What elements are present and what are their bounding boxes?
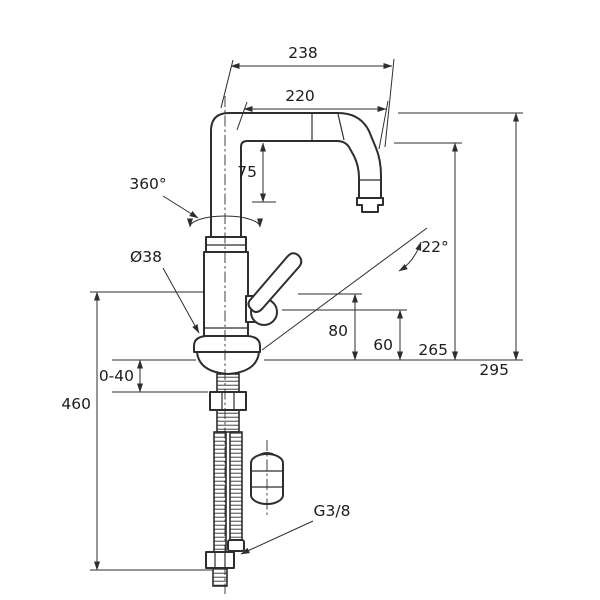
dimension-220: 220 [236, 87, 389, 150]
angle-arc [398, 241, 422, 272]
dim-label-265: 265 [418, 341, 448, 359]
connector-thread-nipple [212, 567, 228, 587]
swivel-arc [187, 215, 263, 228]
dim-label-d38: Ø38 [130, 248, 162, 266]
base-plate [193, 335, 261, 353]
leader-arrow [240, 520, 314, 555]
dim-label-238: 238 [288, 44, 318, 62]
leader-arrow [162, 267, 200, 334]
dim-label-295: 295 [479, 361, 509, 379]
supply-hose-left [213, 431, 227, 553]
dim-label-g38: G3/8 [314, 502, 351, 520]
threaded-shank-lower [216, 409, 240, 433]
extension-line [220, 59, 234, 109]
dimension-diameter-38: Ø38 [130, 248, 200, 334]
supply-hoses [213, 431, 245, 553]
dimension-60: 60 [282, 309, 407, 361]
threaded-shank-upper [216, 373, 240, 393]
body-cylinder [203, 251, 249, 337]
dimension-22deg: 22° [261, 227, 449, 351]
dim-label-80: 80 [328, 322, 348, 340]
dim-label-60: 60 [373, 336, 393, 354]
extension-line [378, 100, 389, 150]
label-g38: G3/8 [240, 502, 351, 555]
leader-arrow [162, 195, 199, 219]
spray-nozzle [356, 197, 384, 213]
mounting-hardware [209, 373, 247, 433]
dimension-75: 75 [237, 142, 276, 203]
hose-end-cap [227, 539, 245, 552]
faucet-base [193, 335, 261, 375]
bottom-connector [205, 551, 235, 587]
dim-label-75: 75 [237, 163, 257, 181]
faucet-body [203, 236, 249, 337]
hose-weight [250, 440, 284, 516]
dim-label-460: 460 [61, 395, 91, 413]
dim-label-360: 360° [129, 175, 166, 193]
base-skirt [196, 351, 260, 375]
extension-line [384, 58, 395, 148]
faucet-handle [245, 252, 303, 326]
connector-nut [205, 551, 235, 569]
dimension-80: 80 [298, 293, 362, 361]
dimension-460: 460 [61, 291, 212, 571]
dim-label-0-40: 0-40 [99, 367, 134, 385]
dimension-265: 265 [394, 142, 462, 361]
dim-label-220: 220 [285, 87, 315, 105]
supply-hose-right [229, 431, 243, 541]
dimension-295: 295 [264, 112, 523, 379]
dimension-0-40: 0-40 [99, 359, 208, 393]
dimension-360deg: 360° [129, 175, 263, 228]
dim-label-22: 22° [421, 238, 448, 256]
spray-head-seam-line [337, 113, 345, 141]
mounting-locknut [209, 391, 247, 411]
dimension-238: 238 [220, 44, 395, 148]
handle-lever [247, 252, 303, 313]
